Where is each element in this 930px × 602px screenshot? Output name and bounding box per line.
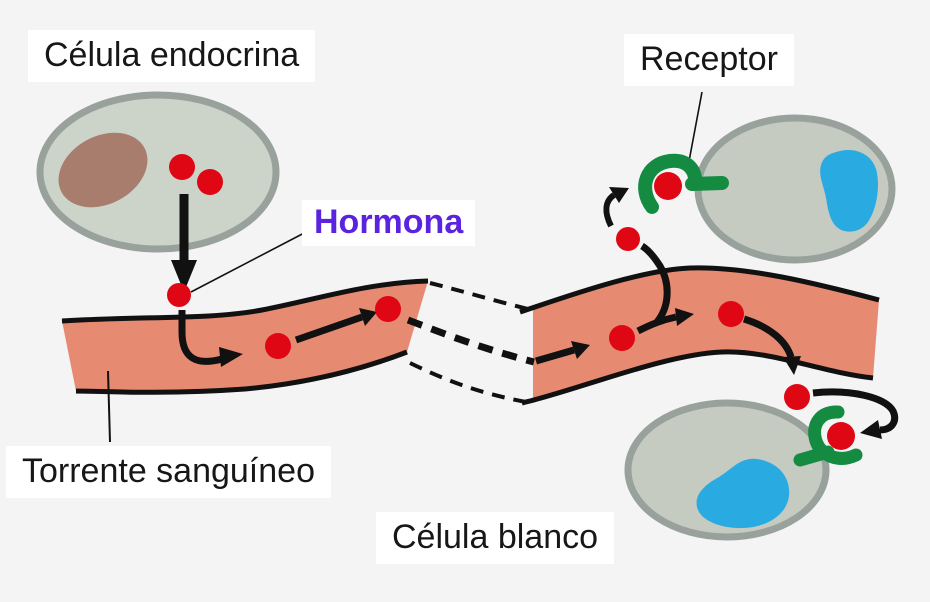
- bloodstream-right-top-edge: [519, 265, 880, 315]
- bloodstream-label: Torrente sanguíneo: [6, 446, 331, 498]
- exit-down-arrow-shaft: [742, 315, 795, 359]
- to-receptor-arrow-head: [609, 187, 629, 203]
- secretion-arrow-head: [171, 260, 197, 292]
- flow-arrow-head: [359, 308, 377, 326]
- receptor-top-claw: [638, 153, 703, 214]
- endocrine-cell-nucleus: [58, 132, 148, 208]
- hormone-dot-bound: [654, 172, 682, 200]
- to-receptor-arrow-shaft: [603, 192, 616, 228]
- hormone-dot: [375, 296, 401, 322]
- endocrine-cell: [36, 91, 280, 253]
- exit-down-arrow-head: [783, 356, 801, 375]
- bloodstream-right-segment: [533, 267, 879, 401]
- bloodstream-left-bottom-edge: [75, 349, 408, 395]
- hormone-label: Hormona: [302, 200, 476, 246]
- flow-arrow-head: [675, 308, 694, 326]
- target-cell-top: [694, 114, 896, 264]
- hormone-dot: [265, 333, 291, 359]
- to-bottom-receptor-arrow-shaft: [812, 388, 899, 434]
- bloodstream-gap-flow-dashes: [406, 316, 535, 366]
- to-bottom-receptor-arrow-head: [860, 420, 882, 439]
- secretion-path: [171, 194, 197, 292]
- receptor-bottom-claw: [808, 405, 863, 465]
- hormone-dot: [784, 384, 810, 410]
- bloodstream-right-bottom-edge: [521, 349, 874, 406]
- flow-arrow-head: [571, 341, 590, 359]
- bloodstream-gap-bottom-dashes: [409, 361, 527, 404]
- receptor-top: [638, 153, 729, 214]
- hormone-dot: [167, 283, 191, 307]
- bloodstream-left-segment: [62, 281, 428, 393]
- bloodstream-gap-top-dashes: [429, 281, 529, 311]
- receptor-bottom: [793, 405, 863, 467]
- endocrine-cell-label: Célula endocrina: [28, 30, 316, 82]
- flow-arrow-shaft: [636, 313, 677, 335]
- entry-arrow-head: [219, 347, 243, 367]
- hormone-pointer-line: [190, 230, 309, 293]
- hormone-dot: [197, 169, 223, 195]
- bloodstream: [61, 265, 880, 406]
- hormone-dot: [718, 301, 744, 327]
- hormone-dot: [616, 227, 640, 251]
- bloodstream-pointer-line: [107, 370, 111, 443]
- flow-arrow-shaft: [535, 346, 575, 365]
- target-cell-bottom: [624, 399, 830, 541]
- bloodstream-left-top-edge: [61, 278, 429, 324]
- hormone-dot-bound: [827, 422, 855, 450]
- entry-arrow-shaft: [178, 310, 223, 365]
- target-cell-label: Célula blanco: [376, 512, 615, 564]
- endocrine-cell-body: [36, 91, 280, 253]
- flow-arrow-shaft: [294, 313, 364, 344]
- hormone-dot: [609, 325, 635, 351]
- target-cell-top-nucleus: [820, 150, 878, 232]
- receptor-label: Receptor: [624, 34, 794, 86]
- hormone-dot: [169, 154, 195, 180]
- target-cell-bottom-nucleus: [696, 458, 790, 529]
- exit-up-curve: [640, 242, 671, 325]
